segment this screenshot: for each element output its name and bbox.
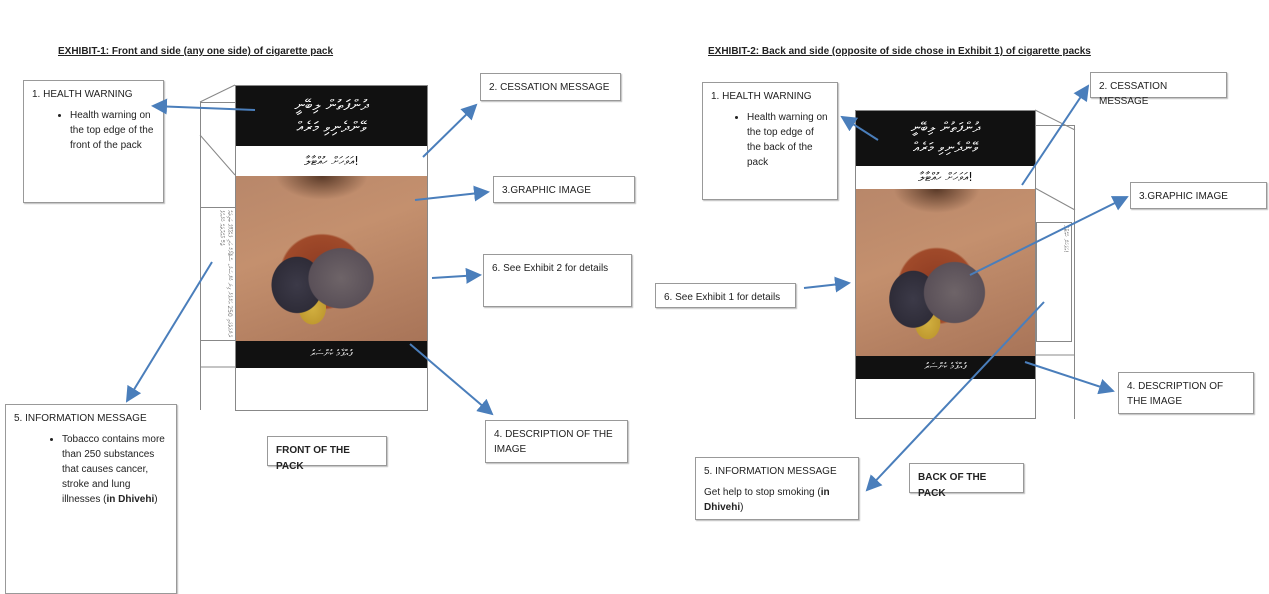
- arrow-cessation-2: [1021, 84, 1090, 186]
- arrow-information-1: [125, 261, 213, 403]
- arrow-graphic-2: [969, 196, 1129, 276]
- information-heading: 5. INFORMATION MESSAGE: [14, 413, 147, 424]
- cessation-box-2: 2. CESSATION MESSAGE: [1090, 72, 1227, 107]
- information-text: Get help to stop smoking (in Dhivehi): [704, 485, 850, 515]
- pack-health-warning: ދުންފަތުން ލިބޭނީ ވޭންދެނިވި މަރެއް: [236, 86, 427, 146]
- exhibit-2-title: EXHIBIT-2: Back and side (opposite of si…: [708, 46, 1091, 57]
- information-box-1: 5. INFORMATION MESSAGE Tobacco contains …: [5, 404, 177, 594]
- description-box-2: 4. DESCRIPTION OF THE IMAGE: [1118, 372, 1254, 414]
- pack-front-face: ދުންފަތުން ލިބޭނީ ވޭންދެނިވި މަރެއް އަވަ…: [235, 85, 428, 411]
- arrow-see-exhibit-2: [431, 267, 482, 284]
- see-exhibit-2-box: 6. See Exhibit 2 for details: [483, 254, 632, 307]
- pack-image-description: ފުއްޕާމެ ކެންސަރު: [236, 341, 427, 368]
- pack-health-warning: ދުންފަތުން ލިބޭނީ ވޭންދެނިވި މަރެއް: [856, 111, 1035, 166]
- info-text-bold: in Dhivehi: [106, 494, 155, 505]
- arrow-description-1: [409, 343, 494, 416]
- health-warning-box-2: 1. HEALTH WARNING Health warning on the …: [702, 82, 838, 200]
- information-bullet: Tobacco contains more than 250 substance…: [62, 432, 168, 507]
- pack-flap-lines: [199, 84, 1076, 368]
- arrow-cessation-1: [422, 103, 478, 158]
- arrow-health-warning-2: [840, 115, 879, 141]
- pack-back-face: ދުންފަތުން ލިބޭނީ ވޭންދެނިވި މަރެއް އަވަ…: [855, 110, 1036, 419]
- front-of-pack-label: FRONT OF THE PACK: [267, 436, 387, 472]
- see-exhibit-1-box: 6. See Exhibit 1 for details: [655, 283, 796, 308]
- arrow-information-2: [865, 301, 1045, 492]
- health-warning-heading: 1. HEALTH WARNING: [32, 89, 133, 100]
- information-box-2: 5. INFORMATION MESSAGE Get help to stop …: [695, 457, 859, 520]
- graphic-lung-image: [856, 189, 1035, 356]
- information-heading: 5. INFORMATION MESSAGE: [704, 466, 837, 477]
- exhibit-1-title: EXHIBIT-1: Front and side (any one side)…: [58, 46, 334, 57]
- arrow-graphic-1: [414, 185, 490, 202]
- description-box-1: 4. DESCRIPTION OF THE IMAGE: [485, 420, 628, 463]
- warning-line-2: ވޭންދެނިވި މަރެއް: [912, 140, 979, 156]
- info-text-end: ): [154, 494, 158, 505]
- info-text: Tobacco contains more than 250 substance…: [62, 434, 165, 505]
- graphic-box-2: 3.GRAPHIC IMAGE: [1130, 182, 1267, 209]
- info-text-end: ): [740, 502, 744, 513]
- arrow-see-exhibit-1: [803, 276, 851, 293]
- health-warning-box-1: 1. HEALTH WARNING Health warning on the …: [23, 80, 164, 203]
- info-text: Get help to stop smoking (: [704, 487, 821, 498]
- health-warning-heading: 1. HEALTH WARNING: [711, 91, 812, 102]
- health-warning-bullet: Health warning on the top edge of the fr…: [70, 108, 155, 153]
- warning-line-1: ދުންފަތުން ލިބޭނީ: [910, 120, 981, 136]
- cessation-box-1: 2. CESSATION MESSAGE: [480, 73, 621, 101]
- graphic-lung-image: [236, 176, 427, 341]
- arrow-description-2: [1024, 361, 1115, 395]
- pack-side-panel-2: [1034, 125, 1075, 419]
- side-information-message-2: އަވަހަށް ހުއްޓާލާ!: [1036, 222, 1072, 342]
- pack-cessation-message: އަވަހަށް ހުއްޓާލާ!: [856, 166, 1035, 189]
- back-of-pack-label: BACK OF THE PACK: [909, 463, 1024, 499]
- warning-line-2: ވޭންދެނިވި މަރެއް: [296, 118, 367, 136]
- warning-line-1: ދުންފަތުން ލިބޭނީ: [294, 96, 369, 114]
- health-warning-bullet: Health warning on the top edge of the ba…: [747, 110, 829, 170]
- info-text-bold: in Dhivehi: [704, 487, 830, 513]
- graphic-box-1: 3.GRAPHIC IMAGE: [493, 176, 635, 203]
- pack-image-description: ފުއްޕާމެ ކެންސަރު: [856, 356, 1035, 379]
- arrow-health-warning-1: [151, 98, 256, 115]
- pack-cessation-message: އަވަހަށް ހުއްޓާލާ!: [236, 146, 427, 176]
